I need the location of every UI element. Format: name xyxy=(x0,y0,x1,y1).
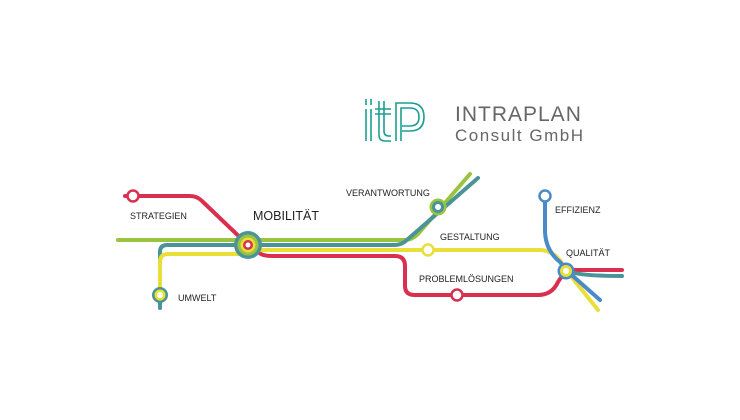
label-mobilitaet: MOBILITÄT xyxy=(253,209,319,223)
station-umwelt xyxy=(152,287,168,303)
yellow-line xyxy=(158,248,600,312)
label-umwelt: UMWELT xyxy=(178,293,217,303)
label-effizienz: EFFIZIENZ xyxy=(555,205,601,215)
label-qualitaet: QUALITÄT xyxy=(566,248,611,258)
label-problemloesungen: PROBLEMLÖSUNGEN xyxy=(419,274,514,284)
station-effizienz xyxy=(538,189,552,203)
company-subtitle: Consult GmbH xyxy=(455,126,585,145)
station-qualitaet xyxy=(557,262,575,280)
intraplan-logo xyxy=(365,99,425,142)
red-line xyxy=(123,194,624,297)
station-gestaltung xyxy=(421,243,435,257)
label-verantwortung: VERANTWORTUNG xyxy=(346,188,430,198)
teal-line xyxy=(158,176,480,310)
blue-line xyxy=(543,194,602,302)
company-name: INTRAPLAN xyxy=(455,103,582,126)
label-strategien: STRATEGIEN xyxy=(130,211,187,221)
station-verantwortung xyxy=(429,198,447,216)
station-mobilitaet xyxy=(234,231,262,259)
label-gestaltung: GESTALTUNG xyxy=(440,232,500,242)
station-problemloesungen xyxy=(450,288,464,302)
station-strategien xyxy=(126,189,140,203)
